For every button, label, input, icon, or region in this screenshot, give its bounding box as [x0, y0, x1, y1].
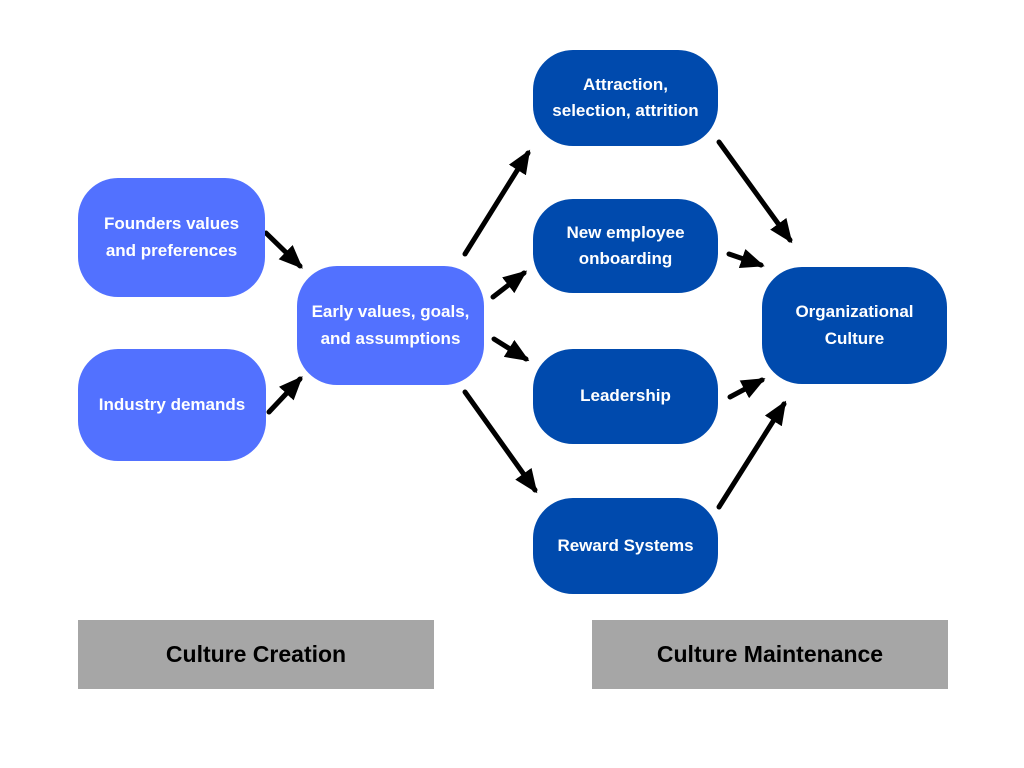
arrow-early-to-attraction	[462, 149, 531, 257]
arrow-leadership-to-org	[727, 377, 766, 400]
arrow-attraction-to-org	[716, 139, 793, 244]
node-new-employee-onboarding: New employee onboarding	[533, 199, 718, 293]
node-onboarding-label: New employee onboarding	[566, 222, 685, 268]
node-leadership-label: Leadership	[580, 386, 671, 406]
node-early-values-goals-assumptions: Early values, goals, and assumptions	[297, 266, 484, 385]
node-early-values-label: Early values, goals, and assumptions	[311, 302, 470, 348]
node-founders-values: Founders values and preferences	[78, 178, 265, 297]
culture-maintenance-label: Culture Maintenance	[656, 641, 884, 667]
node-leadership: Leadership	[533, 349, 718, 444]
section-label-culture-maintenance: Culture Maintenance	[592, 620, 948, 689]
node-industry-demands: Industry demands	[78, 349, 266, 461]
arrow-founders-to-early	[263, 230, 303, 269]
culture-creation-label: Culture Creation	[165, 641, 347, 667]
node-industry-demands-label: Industry demands	[98, 394, 246, 414]
arrow-early-to-reward	[462, 389, 538, 494]
node-reward-systems: Reward Systems	[533, 498, 718, 594]
section-label-culture-creation: Culture Creation	[78, 620, 434, 689]
arrow-reward-to-org	[716, 400, 787, 510]
node-reward-systems-label: Reward Systems	[557, 535, 694, 555]
node-attraction-selection-attrition: Attraction, selection, attrition	[533, 50, 718, 146]
node-organizational-culture: Organizational Culture	[762, 267, 947, 384]
node-attraction-label: Attraction, selection, attrition	[552, 74, 699, 120]
arrow-early-to-leadership	[491, 336, 530, 362]
node-founders-values-label: Founders values and preferences	[103, 214, 240, 260]
arrow-onboarding-to-org	[726, 249, 765, 268]
node-organizational-culture-label: Organizational Culture	[795, 302, 914, 348]
arrow-industry-to-early	[266, 376, 303, 415]
arrow-early-to-onboarding	[490, 270, 528, 300]
